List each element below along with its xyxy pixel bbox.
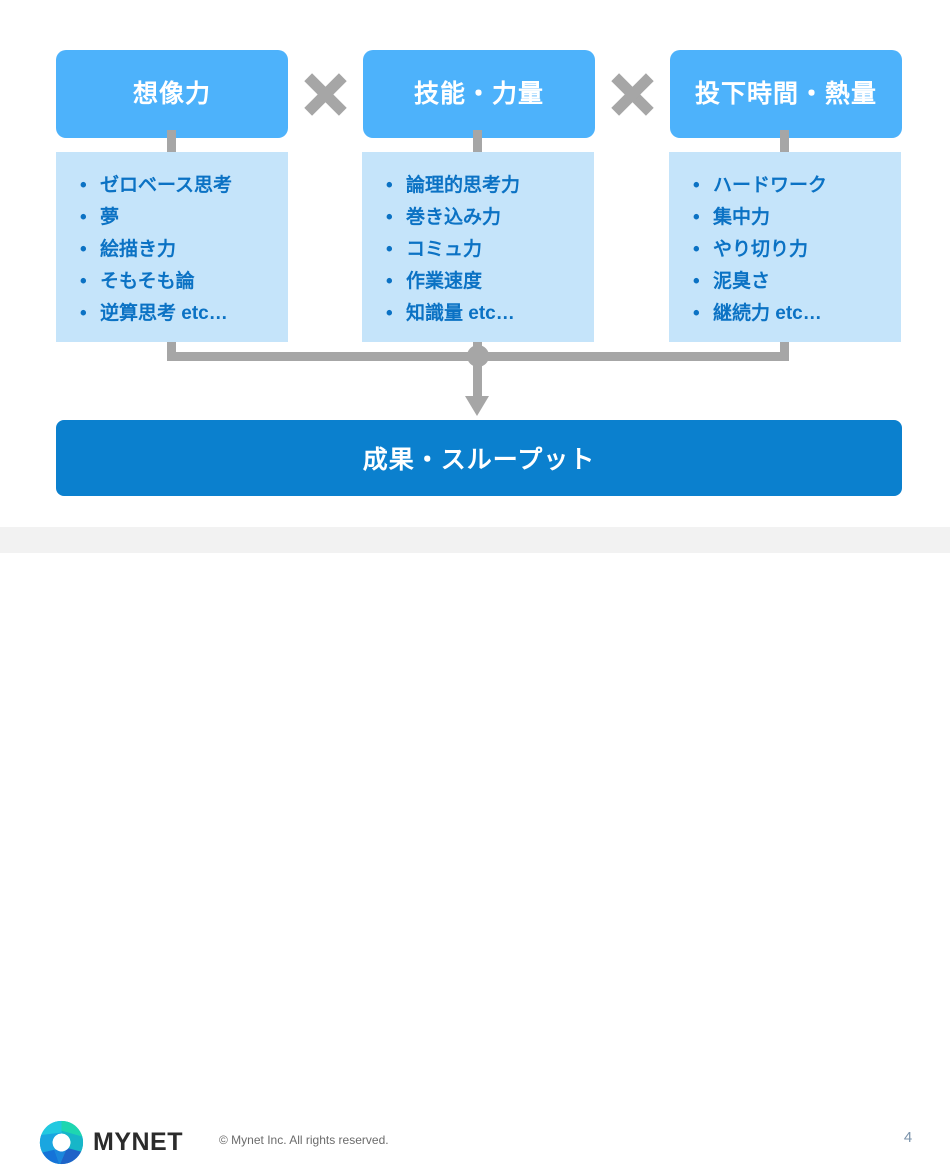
list-item-label: 絵描き力	[100, 239, 177, 260]
list-item-label: 継続力 etc…	[713, 303, 822, 324]
stem-connector-3	[780, 130, 789, 152]
flow-connector	[0, 336, 950, 422]
bullet-marker-icon: •	[693, 239, 700, 260]
multiply-icon-1	[300, 68, 352, 120]
bullet-marker-icon: •	[693, 271, 700, 292]
list-item-label: コミュ力	[406, 239, 483, 260]
factor-heading-label: 投下時間・熱量	[694, 79, 877, 108]
bullet-marker-icon: •	[386, 303, 393, 324]
mynet-wordmark: MYNET	[93, 1128, 183, 1156]
factor-panel-time-passion: • ハードワーク • 集中力 • やり切り力 • 泥臭さ • 継続力 etc…	[669, 152, 901, 342]
bullet-marker-icon: •	[80, 175, 87, 196]
list-item: • ゼロベース思考	[80, 170, 278, 202]
copyright-text: © Mynet Inc. All rights reserved.	[219, 1133, 389, 1147]
outcome-label: 成果・スループット	[362, 446, 596, 474]
bullet-marker-icon: •	[693, 175, 700, 196]
formula-row: 想像力 技能・力量 投下時間・熱量	[56, 50, 902, 138]
factor-heading-label: 想像力	[132, 79, 211, 108]
list-item-label: 集中力	[713, 207, 771, 228]
factor-heading-label: 技能・力量	[413, 79, 544, 108]
list-item-label: ゼロベース思考	[100, 175, 233, 196]
list-item-label: 知識量 etc…	[406, 303, 515, 324]
bullet-marker-icon: •	[80, 271, 87, 292]
list-item: • コミュ力	[386, 234, 584, 266]
list-item: • 集中力	[693, 202, 891, 234]
bullet-marker-icon: •	[386, 175, 393, 196]
list-item-label: 逆算思考 etc…	[100, 303, 228, 324]
list-item: • 継続力 etc…	[693, 298, 891, 330]
connector-drop-1	[167, 342, 176, 361]
list-item: • 知識量 etc…	[386, 298, 584, 330]
list-item-label: やり切り力	[713, 239, 809, 260]
connector-downstroke	[473, 361, 482, 399]
bullet-marker-icon: •	[80, 207, 87, 228]
list-item: • 論理的思考力	[386, 170, 584, 202]
bullet-marker-icon: •	[80, 239, 87, 260]
list-item-label: 泥臭さ	[713, 271, 771, 292]
list-item-label: 巻き込み力	[406, 207, 502, 228]
connector-drop-3	[780, 342, 789, 361]
list-item-label: 論理的思考力	[406, 175, 521, 196]
list-item-label: 夢	[100, 207, 120, 228]
list-item: • 巻き込み力	[386, 202, 584, 234]
connector-junction-node	[467, 345, 489, 367]
list-item-label: そもそも論	[100, 271, 195, 292]
list-item: • 絵描き力	[80, 234, 278, 266]
bullet-marker-icon: •	[386, 239, 393, 260]
stem-connector-1	[167, 130, 176, 152]
factor-panel-skill: • 論理的思考力 • 巻き込み力 • コミュ力 • 作業速度 • 知識量 etc…	[362, 152, 594, 342]
list-item: • 夢	[80, 202, 278, 234]
list-item: • そもそも論	[80, 266, 278, 298]
arrow-down-icon	[465, 396, 489, 416]
list-item-label: 作業速度	[406, 271, 483, 292]
factor-heading-time-passion[interactable]: 投下時間・熱量	[670, 50, 902, 138]
bullet-marker-icon: •	[693, 303, 700, 324]
footer: MYNET © Mynet Inc. All rights reserved. …	[0, 553, 950, 1165]
bullet-marker-icon: •	[386, 207, 393, 228]
bullet-list: • 論理的思考力 • 巻き込み力 • コミュ力 • 作業速度 • 知識量 etc…	[362, 170, 594, 330]
list-item: • 泥臭さ	[693, 266, 891, 298]
bullet-marker-icon: •	[80, 303, 87, 324]
bullet-list: • ゼロベース思考 • 夢 • 絵描き力 • そもそも論 • 逆算思考 etc…	[56, 170, 288, 330]
list-item: • やり切り力	[693, 234, 891, 266]
factor-heading-imagination[interactable]: 想像力	[56, 50, 288, 138]
bullet-marker-icon: •	[386, 271, 393, 292]
footer-divider-band	[0, 527, 950, 553]
bullet-marker-icon: •	[693, 207, 700, 228]
factor-heading-skill[interactable]: 技能・力量	[363, 50, 595, 138]
list-item: • ハードワーク	[693, 170, 891, 202]
mynet-logo-icon	[39, 1120, 84, 1165]
page-number: 4	[903, 1129, 913, 1146]
bullet-list: • ハードワーク • 集中力 • やり切り力 • 泥臭さ • 継続力 etc…	[669, 170, 901, 330]
stem-connector-2	[473, 130, 482, 152]
list-item: • 逆算思考 etc…	[80, 298, 278, 330]
factor-panel-imagination: • ゼロベース思考 • 夢 • 絵描き力 • そもそも論 • 逆算思考 etc…	[56, 152, 288, 342]
slide-canvas: 想像力 技能・力量 投下時間・熱量 • ゼロベース思考 • 夢 • 絵描き力	[0, 0, 950, 622]
outcome-bar[interactable]: 成果・スループット	[56, 420, 902, 496]
list-item-label: ハードワーク	[713, 175, 828, 196]
list-item: • 作業速度	[386, 266, 584, 298]
multiply-icon-2	[607, 68, 659, 120]
